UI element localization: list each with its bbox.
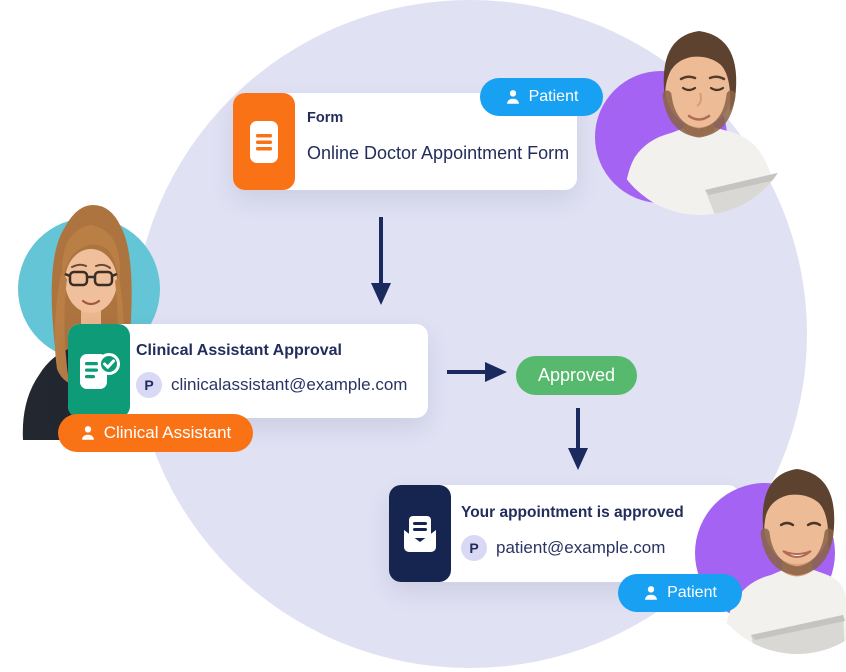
- approval-card-icon-block: [68, 324, 130, 418]
- glasses: [64, 270, 118, 287]
- approval-card-title: Clinical Assistant Approval: [136, 342, 342, 359]
- laptop: [751, 615, 846, 654]
- approved-label: Approved: [537, 365, 616, 385]
- result-email: patient@example.com: [496, 538, 666, 557]
- patient-photo-top: [595, 31, 793, 215]
- patient-badge-bottom-label: Patient: [667, 584, 717, 601]
- clinical-assistant-badge: Clinical Assistant: [58, 414, 253, 452]
- form-card-icon-block: [233, 93, 295, 190]
- document-icon: [250, 120, 278, 163]
- clinical-assistant-badge-label: Clinical Assistant: [103, 423, 232, 442]
- arrow-down-form-to-approval: [371, 217, 391, 305]
- approved-status-pill: Approved: [516, 356, 637, 395]
- arrow-down-approved-to-result: [568, 408, 588, 470]
- result-card-icon-block: [389, 485, 451, 582]
- document-check-icon: [80, 353, 120, 389]
- approval-card: Clinical Assistant Approval P clinicalas…: [68, 324, 428, 418]
- sender-avatar: P: [136, 372, 162, 398]
- approval-email: clinicalassistant@example.com: [171, 375, 408, 394]
- patient-badge-top-label: Patient: [528, 88, 579, 105]
- person-icon: [81, 426, 94, 440]
- recipient-avatar: P: [461, 535, 487, 561]
- result-card-title: Your appointment is approved: [461, 504, 684, 521]
- arrow-right-approval-to-approved: [447, 362, 507, 382]
- form-card-title: Online Doctor Appointment Form: [307, 143, 570, 163]
- patient-photo-bottom: [695, 469, 846, 654]
- patient-badge-bottom: Patient: [618, 574, 742, 612]
- result-card: Your appointment is approved P patient@e…: [389, 485, 740, 582]
- patient-badge-top: Patient: [480, 78, 603, 116]
- person-icon: [506, 90, 519, 104]
- envelope-letter-icon: [404, 515, 436, 552]
- person-icon: [645, 586, 658, 600]
- form-card-label: Form: [307, 110, 344, 126]
